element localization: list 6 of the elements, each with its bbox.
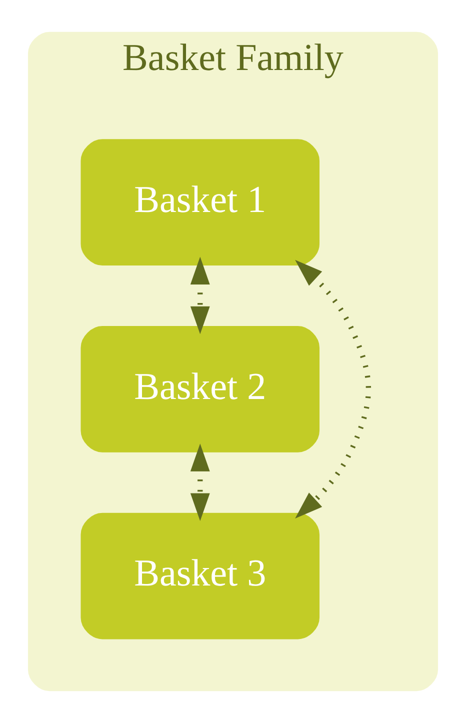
node-box: Basket 2 <box>80 326 320 452</box>
node-box: Basket 3 <box>80 512 320 640</box>
arrow <box>295 260 371 519</box>
node-box: Basket 1 <box>80 139 320 266</box>
arrow <box>190 256 210 334</box>
arrow <box>190 444 210 522</box>
